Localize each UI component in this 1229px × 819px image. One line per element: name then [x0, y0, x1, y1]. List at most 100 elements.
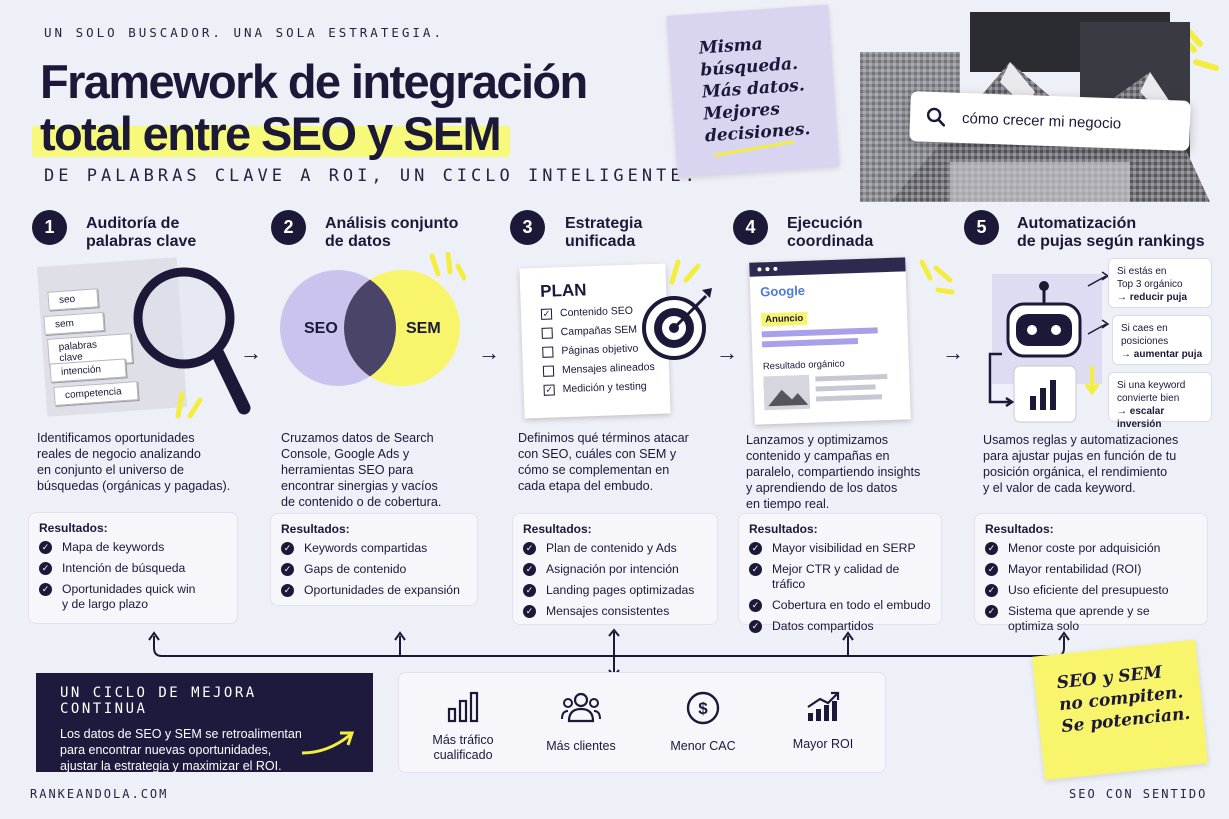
- results-label: Resultados:: [281, 522, 350, 536]
- check-icon: ✓: [985, 605, 998, 618]
- kpi-label: Mayor ROI: [792, 737, 854, 751]
- rule-action: → reducir puja: [1117, 292, 1188, 303]
- kpi-label: Más clientes: [546, 739, 616, 753]
- result-item: ✓ Cobertura en todo el embudo: [749, 598, 931, 613]
- result-item: ✓Mejor CTR y calidad de tráfico: [749, 562, 931, 592]
- venn-label-seo: SEO: [304, 320, 338, 337]
- result-text-line: y de largo plazo: [62, 597, 149, 611]
- sticky-note-bottom: SEO y SEM no compiten. Se potencian.: [1031, 639, 1209, 781]
- result-item: ✓Mayor rentabilidad (ROI): [985, 562, 1197, 577]
- checkbox-empty-icon: [542, 364, 555, 377]
- kpi-item: Más clientes: [537, 691, 625, 754]
- results-card-1: Resultados: ✓Mapa de keywords ✓Intención…: [28, 512, 238, 624]
- ad-line: [761, 338, 859, 348]
- desc-line: contenido y campañas en: [746, 449, 890, 463]
- result-item: ✓Intención de búsqueda: [39, 561, 227, 576]
- kpi-item: $ Menor CAC: [659, 691, 747, 754]
- sparkle-icon: [429, 252, 466, 281]
- desc-line: posición orgánica, el rendimiento: [983, 465, 1168, 479]
- desc-line: búsquedas (orgánicas y pagadas).: [37, 479, 231, 493]
- rule-line: Si caes en: [1121, 323, 1168, 334]
- desc-line: y el valor de cada keyword.: [983, 481, 1136, 495]
- desc-line: con SEO, cuáles con SEM y: [518, 447, 677, 461]
- venn-diagram: [280, 270, 460, 386]
- desc-line: paralelo, compartiendo insights: [746, 465, 921, 479]
- bid-rule-card: Si caes en posiciones → aumentar puja: [1112, 315, 1212, 365]
- check-icon: ✓: [985, 563, 998, 576]
- results-label: Resultados:: [749, 522, 818, 536]
- serp-window: Google Anuncio Resultado orgánico: [749, 257, 911, 425]
- rule-line: Top 3 orgánico: [1117, 279, 1183, 290]
- step-description-4: Lanzamos y optimizamos contenido y campa…: [746, 432, 946, 512]
- result-item: ✓ Oportunidades de expansión: [281, 583, 467, 598]
- result-text: Uso eficiente del presupuesto: [1008, 583, 1169, 597]
- rule-line: convierte bien: [1117, 393, 1180, 404]
- result-text: Asignación por intención: [546, 562, 679, 576]
- check-icon: ✓: [281, 542, 294, 555]
- result-text: Landing pages optimizadas: [546, 583, 695, 597]
- step-number-4: 4: [733, 210, 768, 245]
- footer-site[interactable]: RANKEANDOLA.COM: [30, 787, 169, 801]
- arrow-curved-icon: [301, 731, 355, 755]
- arrow-right-icon: →: [478, 340, 500, 365]
- magnifier-icon: [133, 267, 251, 415]
- rule-line: Si una keyword: [1117, 380, 1186, 391]
- ad-label: Anuncio: [760, 311, 808, 327]
- step-title-line: de datos: [325, 233, 391, 250]
- search-bar[interactable]: cómo crecer mi negocio: [909, 91, 1191, 151]
- sparkle-icon: [919, 259, 955, 295]
- svg-text:$: $: [698, 699, 708, 718]
- results-label: Resultados:: [985, 522, 1054, 536]
- image-placeholder-icon: [763, 374, 811, 411]
- result-item: ✓Mensajes consistentes: [523, 604, 707, 619]
- check-icon: ✓: [523, 563, 536, 576]
- step-title-1: Auditoría de palabras clave: [86, 215, 196, 251]
- check-icon: ✓: [749, 620, 762, 633]
- plan-item-label: Páginas objetivo: [561, 342, 639, 358]
- step-description-5: Usamos reglas y automatizaciones para aj…: [983, 432, 1198, 496]
- step-description-3: Definimos qué términos atacar con SEO, c…: [518, 430, 718, 494]
- sticky-note-top: Misma búsqueda. Más datos. Mejores decis…: [666, 4, 840, 178]
- kpi-label: cualificado: [433, 748, 493, 762]
- results-card-5: Resultados: ✓ Menor coste por adquisición…: [974, 513, 1208, 633]
- kpi-panel: Más tráfico cualificado Más clientes $ M…: [398, 672, 886, 773]
- desc-line: de contenido o de cobertura.: [281, 495, 442, 509]
- result-item: ✓Uso eficiente del presupuesto: [985, 583, 1197, 598]
- step-description-2: Cruzamos datos de Search Console, Google…: [281, 430, 481, 510]
- result-text: Menor coste por adquisición: [1008, 541, 1161, 555]
- results-card-2: Resultados: ✓Keywords compartidas ✓Gaps …: [270, 513, 478, 606]
- title-line-1: Framework de integración: [40, 55, 588, 108]
- loop-text: Los datos de SEO y SEM se retroalimentan…: [60, 726, 349, 774]
- checkbox-empty-icon: [542, 345, 554, 358]
- result-item: ✓Plan de contenido y Ads: [523, 541, 707, 556]
- check-icon: ✓: [749, 599, 762, 612]
- check-icon: ✓: [523, 584, 536, 597]
- desc-line: reales de negocio analizando: [37, 447, 201, 461]
- check-icon: ✓: [985, 542, 998, 555]
- step-number-1: 1: [32, 210, 67, 245]
- result-item: ✓Gaps de contenido: [281, 562, 467, 577]
- results-card-3: Resultados: ✓Plan de contenido y Ads ✓ As…: [512, 513, 718, 625]
- keyword-tag: seo: [47, 288, 99, 311]
- ad-line: [761, 327, 878, 338]
- result-text: Cobertura en todo el embudo: [772, 598, 931, 612]
- desc-line: Console, Google Ads y: [281, 447, 410, 461]
- desc-line: herramientas SEO para: [281, 463, 414, 477]
- title-line-2: total entre SEO y SEM: [31, 107, 511, 160]
- result-text: Oportunidades de expansión: [304, 583, 460, 597]
- loop-text-line: ajustar la estrategia y maximizar el ROI…: [60, 759, 282, 773]
- plan-item: ✓Medición y testing: [543, 380, 659, 396]
- loop-heading: UN CICLO DE MEJORA CONTINUA: [60, 685, 257, 717]
- arrow-right-icon: →: [240, 340, 262, 365]
- step-number-2: 2: [271, 210, 306, 245]
- kicker: UN SOLO BUSCADOR. UNA SOLA ESTRATEGIA.: [44, 25, 444, 40]
- result-item: ✓Datos compartidos: [749, 619, 931, 634]
- checkbox-checked-icon: ✓: [543, 383, 555, 396]
- result-item: ✓ Landing pages optimizadas: [523, 583, 707, 598]
- check-icon: ✓: [39, 541, 52, 554]
- result-text: Gaps de contenido: [304, 562, 407, 576]
- desc-line: Identificamos oportunidades: [37, 431, 195, 445]
- check-icon: ✓: [749, 563, 762, 576]
- check-icon: ✓: [281, 584, 294, 597]
- results-label: Resultados:: [523, 522, 592, 536]
